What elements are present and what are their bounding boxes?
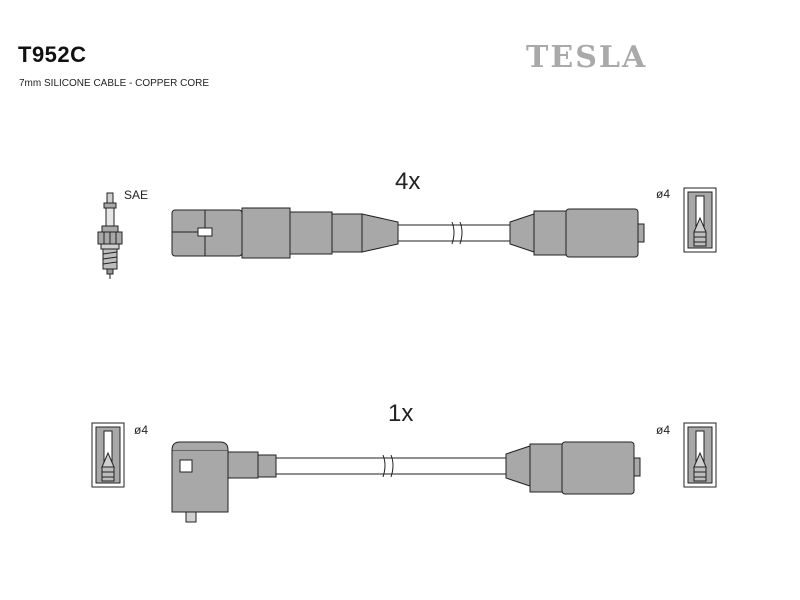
terminal-top-right-icon [683, 187, 717, 253]
cable-description: 7mm SILICONE CABLE - COPPER CORE [19, 78, 210, 89]
terminal-diameter-label-top-right: ø4 [656, 187, 671, 201]
coil-boot-top [509, 208, 645, 258]
terminal-diameter-label-bottom-left: ø4 [134, 423, 149, 437]
quantity-bottom: 1x [388, 400, 414, 427]
spark-plug-type-label: SAE [124, 188, 149, 202]
angled-plug-boot [171, 441, 277, 523]
straight-plug-boot [171, 207, 399, 259]
terminal-bottom-left-icon [91, 422, 125, 488]
quantity-top: 4x [395, 168, 421, 195]
brand-logo: TESLA [526, 40, 648, 75]
terminal-bottom-right-icon [683, 422, 717, 488]
coil-boot-bottom [505, 441, 641, 495]
cable-top [397, 221, 511, 245]
terminal-diameter-label-bottom-right: ø4 [656, 423, 671, 437]
part-code: T952C [18, 42, 87, 67]
cable-bottom [275, 454, 507, 478]
spark-plug-icon [97, 192, 123, 279]
